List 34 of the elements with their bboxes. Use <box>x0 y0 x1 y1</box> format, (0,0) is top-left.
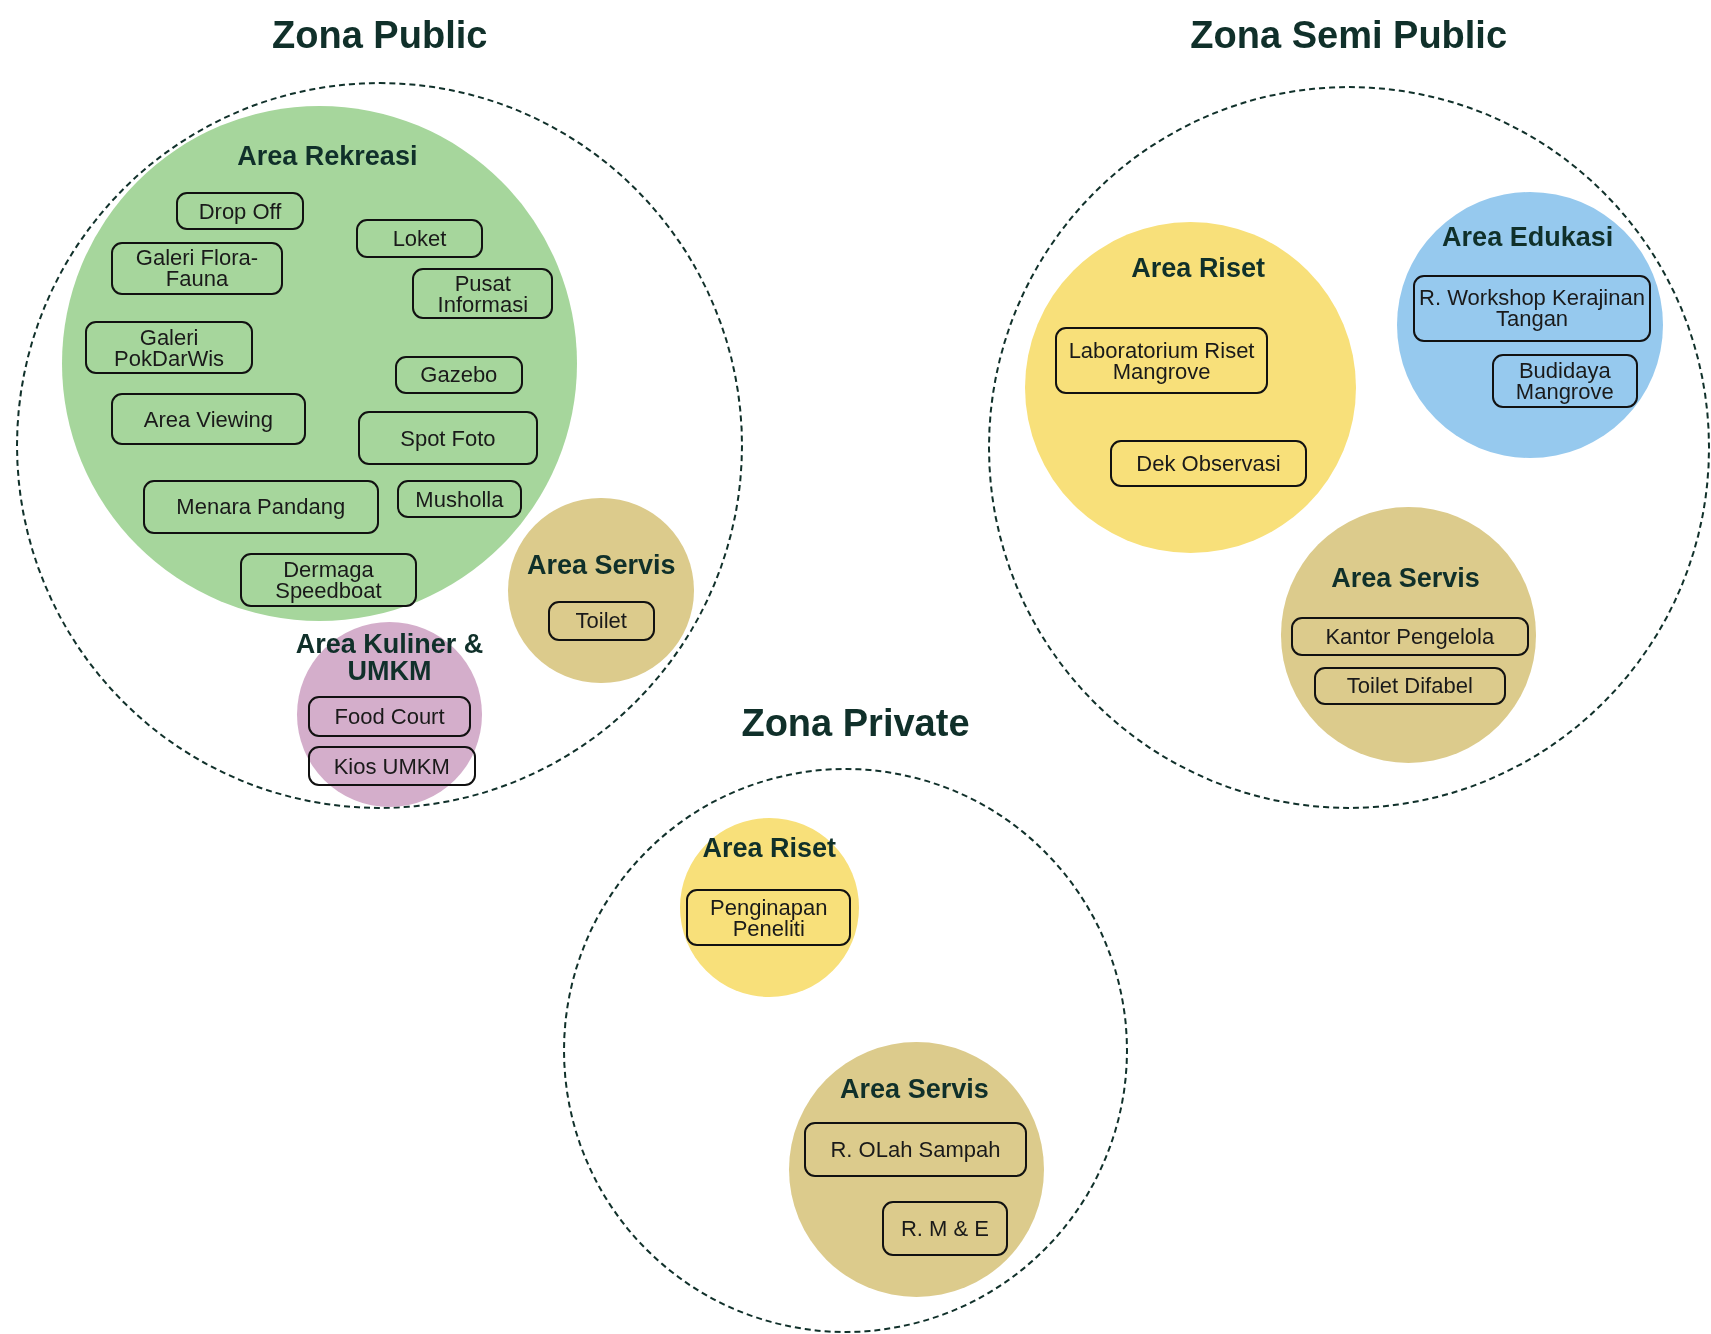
facility-label: R. M & E <box>881 1201 1009 1256</box>
area-title: Area Kuliner & UMKM <box>294 630 485 685</box>
facility-label: Food Court <box>307 696 472 737</box>
facility-label: Laboratorium Riset Mangrove <box>1055 327 1268 394</box>
facility-label: Toilet <box>547 601 655 641</box>
facility-label: Musholla <box>397 480 522 519</box>
facility-label: Menara Pandang <box>142 480 379 534</box>
facility-label: Budidaya Mangrove <box>1491 353 1638 409</box>
facility-label: Spot Foto <box>357 411 538 465</box>
area-title: Area Servis <box>840 1075 989 1103</box>
facility-label: Galeri PokDarWis <box>85 320 254 375</box>
area-title: Area Rekreasi <box>237 142 418 170</box>
facility-label: R. OLah Sampah <box>804 1121 1027 1178</box>
area-title: Area Riset <box>702 834 837 862</box>
facility-label: Area Viewing <box>111 392 306 446</box>
zone-title: Zona Semi Public <box>1190 12 1508 58</box>
zone-title: Zona Public <box>272 12 488 58</box>
facility-label: Dek Observasi <box>1109 439 1308 487</box>
area-title: Area Riset <box>1131 254 1265 282</box>
facility-label: Kantor Pengelola <box>1290 616 1529 656</box>
facility-label: Penginapan Peneliti <box>686 889 852 947</box>
area-title: Area Edukasi <box>1442 223 1614 251</box>
facility-label: R. Workshop Kerajinan Tangan <box>1413 274 1651 342</box>
facility-label: Pusat Informasi <box>412 268 554 319</box>
facility-label: Toilet Difabel <box>1313 666 1506 705</box>
facility-label: Dermaga Speedboat <box>240 553 417 607</box>
facility-label: Galeri Flora-Fauna <box>111 242 283 295</box>
area-title: Area Servis <box>526 551 676 579</box>
zone-title: Zona Private <box>741 701 970 747</box>
area-title: Area Servis <box>1331 564 1480 592</box>
facility-label: Kios UMKM <box>307 746 476 786</box>
facility-label: Gazebo <box>395 355 523 394</box>
facility-label: Loket <box>355 219 484 258</box>
facility-label: Drop Off <box>175 192 305 231</box>
